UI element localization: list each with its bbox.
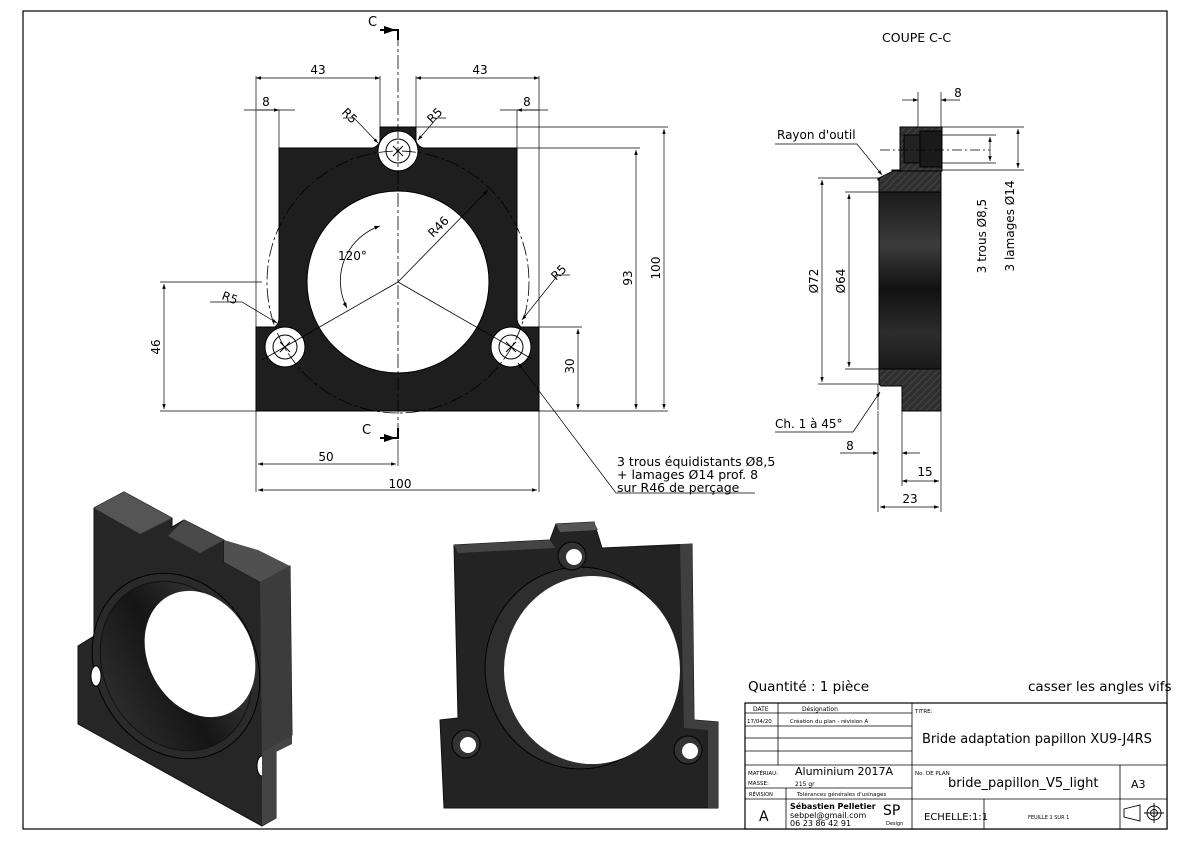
front-view: C C (149, 15, 775, 495)
tool-radius-label: Rayon d'outil (777, 128, 856, 142)
drawing-title: Bride adaptation papillon XU9-J4RS (922, 732, 1152, 747)
projection-symbol-icon (1123, 803, 1164, 823)
title-label: TITRE: (914, 709, 933, 715)
hole-note-line-1: 3 trous équidistants Ø8,5 (617, 454, 775, 469)
sec-dim-d64: Ø64 (834, 269, 848, 294)
sec-dim-d72: Ø72 (807, 269, 821, 294)
angle-arc (340, 225, 381, 309)
dim-8-left: 8 (262, 95, 270, 109)
iso-view-back (77, 491, 293, 827)
paper-format: A3 (1131, 778, 1146, 791)
radial-line-right (397, 281, 533, 360)
title-block: DATE Désignation 17/04/20 Création du pl… (744, 702, 1168, 830)
hole-note-line-2: + lamages Ø14 prof. 8 (617, 467, 758, 482)
sheet-number: FEUILLE 1 SUR 1 (1028, 815, 1069, 821)
dim-30: 30 (563, 358, 577, 373)
dim-8-right: 8 (523, 95, 531, 109)
author-name: Sébastien Pelletier (790, 801, 876, 811)
sec-dim-8-bottom: 8 (846, 439, 854, 453)
revision-label: RÉVISION (749, 790, 773, 798)
mass-value: 215 gr (795, 781, 815, 788)
dim-r5-right: R5 (548, 262, 569, 283)
sec-dim-8-top: 8 (954, 86, 962, 100)
sec-dim-holes: 3 trous Ø8,5 (975, 199, 989, 273)
dim-r5-top-right: R5 (424, 105, 445, 126)
sec-dim-23: 23 (902, 492, 917, 506)
plan-label: No. DE PLAN (915, 771, 950, 777)
hole-note: 3 trous équidistants Ø8,5 + lamages Ø14 … (617, 454, 775, 495)
dim-50: 50 (318, 450, 333, 464)
dim-r5-left: R5 (220, 289, 240, 308)
section-title: COUPE C-C (882, 30, 951, 45)
sec-dim-counterbores: 3 lamages Ø14 (1003, 181, 1017, 272)
section-bottom-hatch (878, 368, 942, 412)
hole-left (272, 334, 298, 360)
author-email: sebpel@gmail.com (790, 811, 866, 820)
rev-col-designation: Désignation (802, 706, 838, 713)
section-label-bottom: C (362, 423, 371, 438)
rev-row-designation: Création du plan - révision A (790, 718, 868, 725)
material-label: MATÉRIAU: (748, 769, 778, 777)
section-view: COUPE C-C (775, 30, 1024, 512)
hole-top (385, 138, 411, 164)
logo-letters: SP (883, 803, 900, 819)
dim-r5-top-left: R5 (339, 105, 360, 126)
section-label-top: C (368, 15, 377, 30)
plan-number: bride_papillon_V5_light (948, 776, 1098, 791)
mass-label: MASSE: (748, 781, 769, 787)
quantity-note: Quantité : 1 pièce (748, 679, 869, 695)
dim-100-horizontal: 100 (389, 477, 412, 491)
author-phone: 06 23 86 42 91 (790, 819, 851, 828)
chamfer-label: Ch. 1 à 45° (775, 417, 843, 431)
rev-col-date: DATE (753, 706, 769, 713)
dim-100-vertical: 100 (649, 257, 663, 280)
sec-dim-15: 15 (917, 465, 932, 479)
hole-right (498, 334, 524, 360)
rev-row-date: 17/04/20 (747, 719, 772, 725)
dim-43-left: 43 (310, 63, 325, 77)
dim-angle: 120° (338, 249, 367, 263)
sheet-frame (22, 10, 1168, 830)
hole-note-line-3: sur R46 de perçage (617, 480, 740, 495)
logo-sub: Design (886, 821, 903, 827)
section-hole (919, 130, 943, 168)
scale: ECHELLE:1:1 (924, 812, 988, 823)
r46-leader (397, 189, 489, 283)
iso-view-front (439, 521, 719, 809)
tolerances-label: Tolérances générales d'usinages (796, 791, 886, 798)
dim-46: 46 (149, 339, 163, 354)
dim-93: 93 (621, 270, 635, 285)
section-bore (878, 191, 942, 370)
dim-43-right: 43 (472, 63, 487, 77)
edges-note: casser les angles vifs (1028, 679, 1172, 695)
revision-value: A (759, 809, 769, 825)
material-value: Aluminium 2017A (795, 765, 894, 778)
